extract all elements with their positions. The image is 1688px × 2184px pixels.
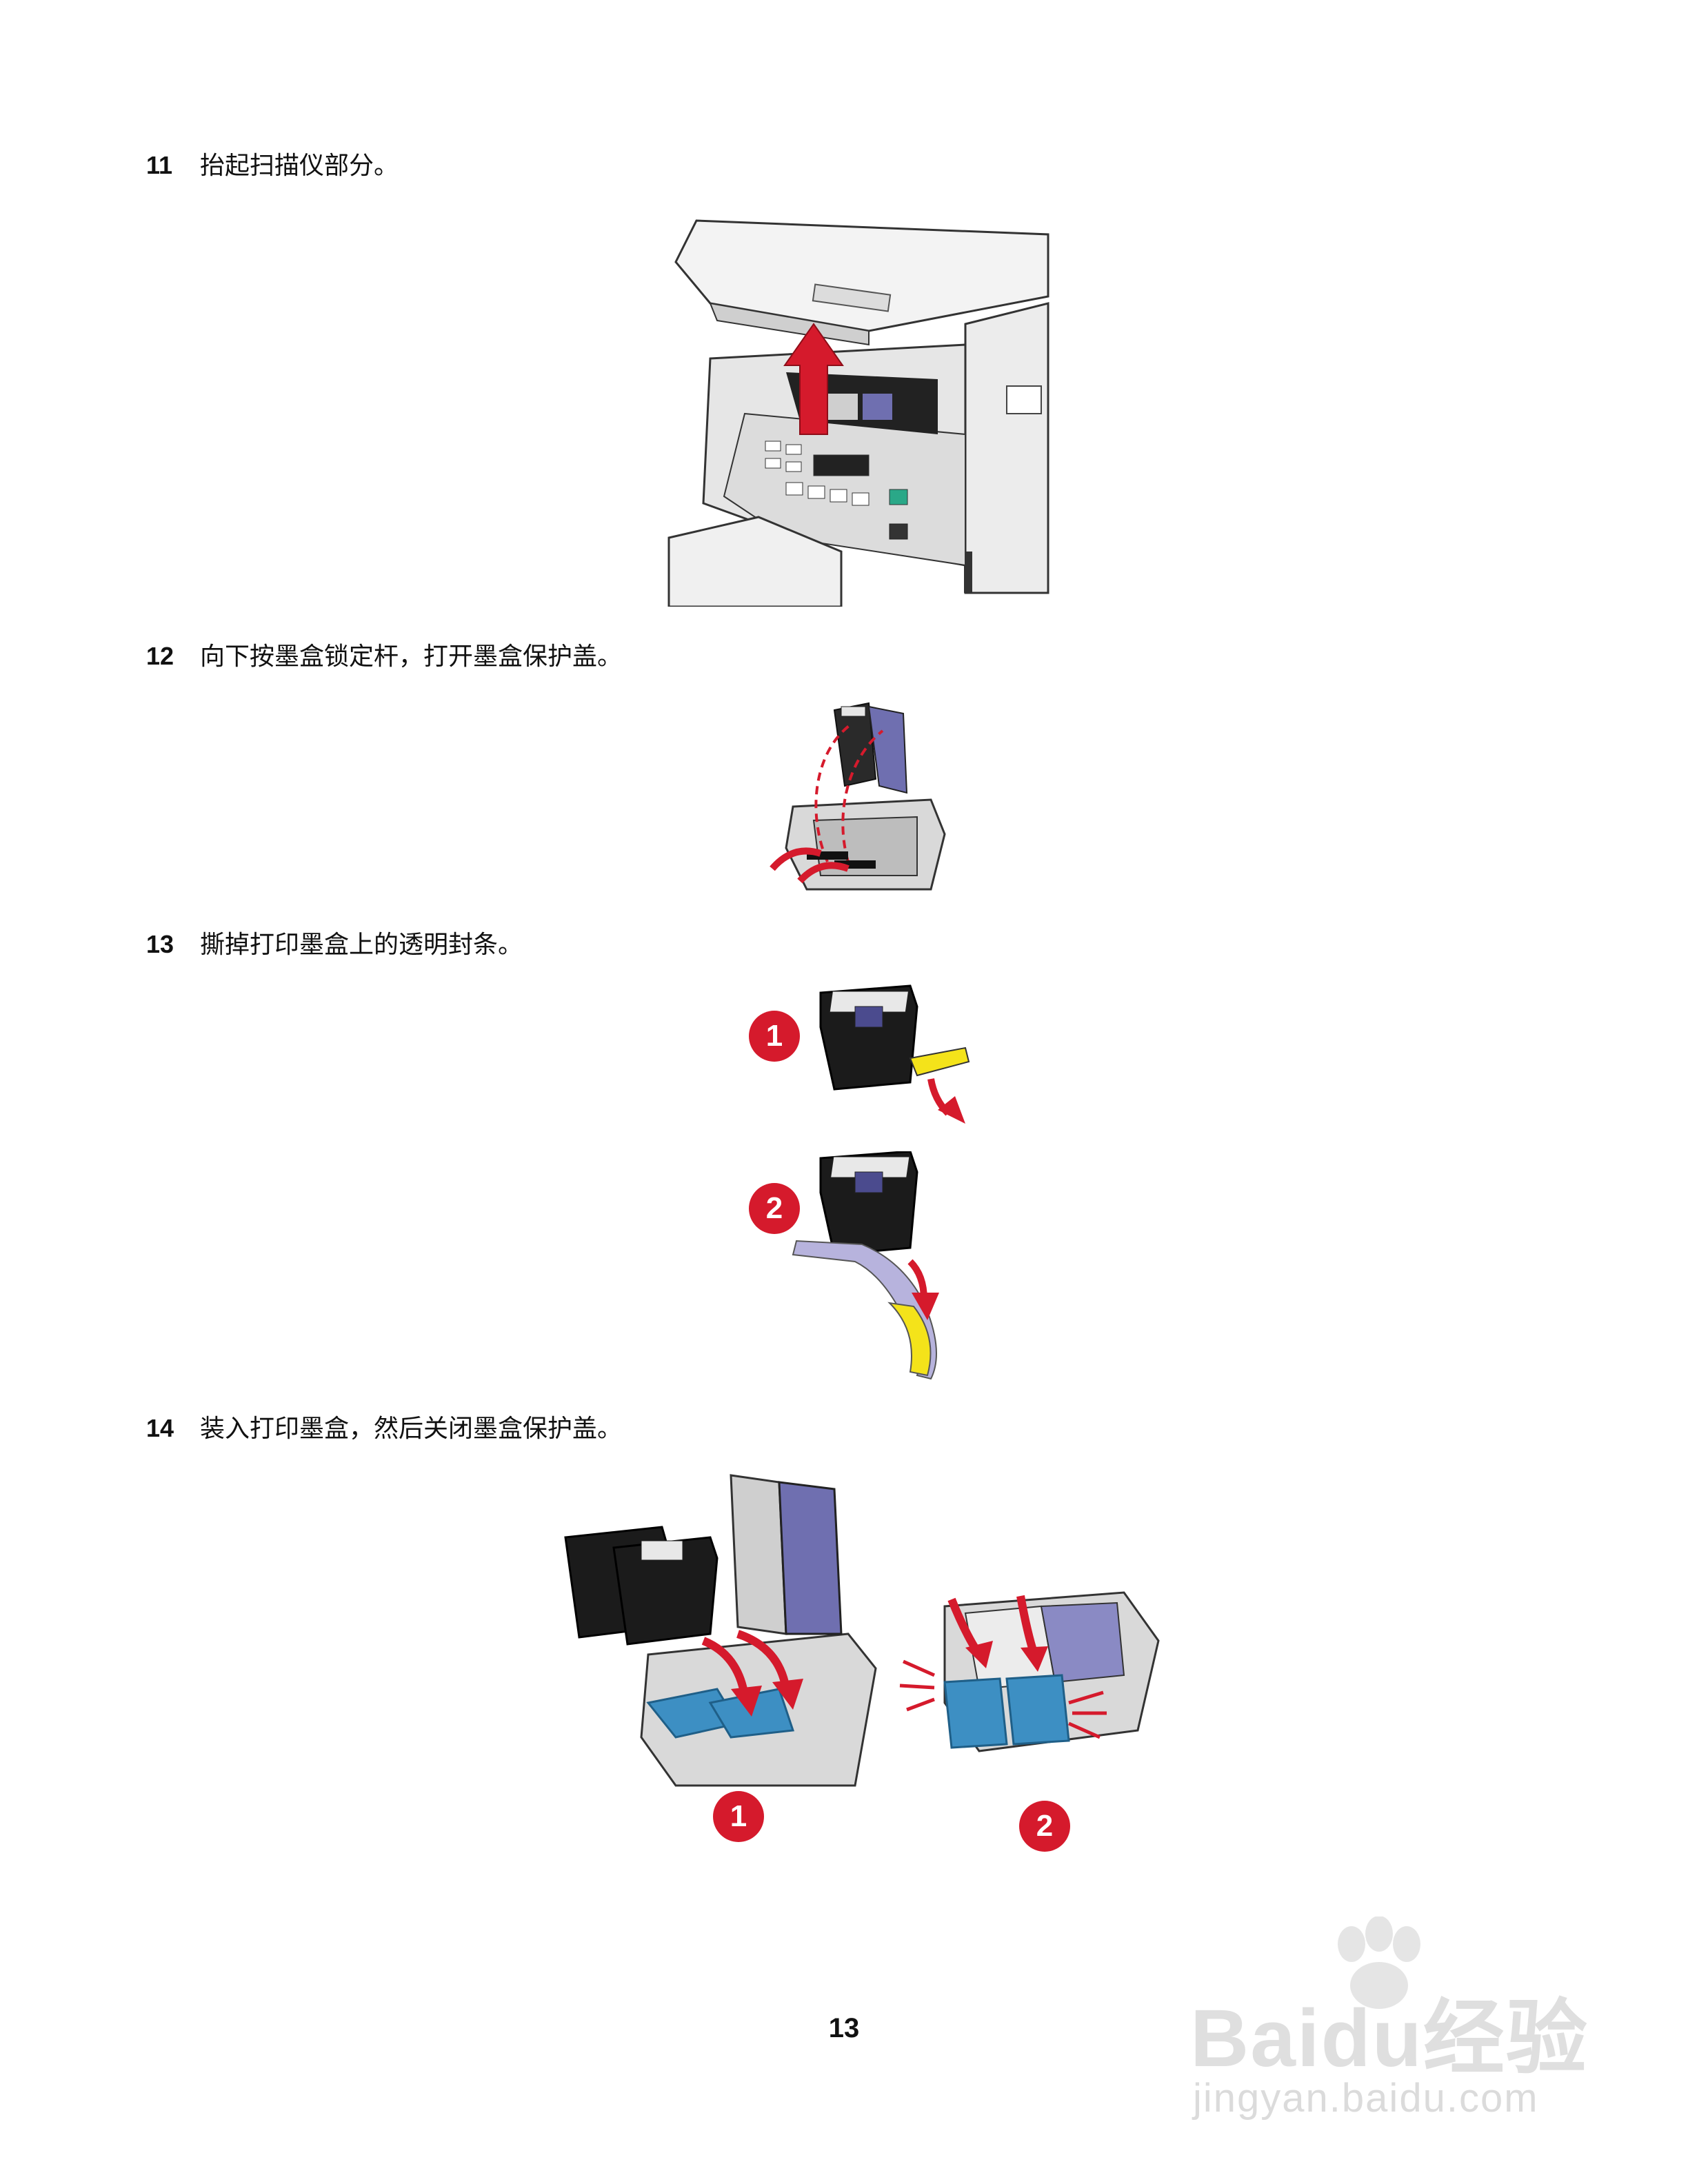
page-number: 13 <box>828 2013 860 2043</box>
step-text: 向下按墨盒锁定杆，打开墨盒保护盖。 <box>200 643 623 671</box>
step-text: 抬起扫描仪部分。 <box>200 152 399 180</box>
cartridge-carrier-open-illustration <box>770 702 946 891</box>
step-14: 14 装入打印墨盒，然后关闭墨盒保护盖。 <box>146 1413 622 1444</box>
cartridge-insert-illustration <box>564 1474 877 1787</box>
scanner-lift-illustration <box>667 219 1049 607</box>
paw-icon <box>1338 1917 1420 2009</box>
watermark-sub: jingyan.baidu.com <box>1193 2076 1539 2121</box>
step-11: 11 抬起扫描仪部分。 <box>146 150 399 181</box>
callout-1: 1 <box>749 1011 800 1062</box>
step-text: 装入打印墨盒，然后关闭墨盒保护盖。 <box>200 1415 623 1443</box>
watermark-main: Baidu经验 <box>1190 1993 1589 2084</box>
step-number: 11 <box>146 151 173 179</box>
callout-2: 2 <box>1019 1801 1070 1852</box>
cartridge-tape-pull-illustration <box>819 984 970 1124</box>
baidu-watermark: Baidu经验 jingyan.baidu.com <box>1165 1917 1593 2144</box>
step-13: 13 撕掉打印墨盒上的透明封条。 <box>146 929 523 960</box>
step-number: 13 <box>146 930 174 958</box>
callout-1: 1 <box>713 1791 764 1842</box>
callout-2: 2 <box>749 1183 800 1234</box>
step-number: 12 <box>146 642 174 670</box>
step-text: 撕掉打印墨盒上的透明封条。 <box>200 931 523 959</box>
step-12: 12 向下按墨盒锁定杆，打开墨盒保护盖。 <box>146 641 622 672</box>
cartridge-tape-removed-illustration <box>792 1151 939 1380</box>
cartridge-lids-closed-illustration <box>899 1591 1160 1752</box>
step-number: 14 <box>146 1414 174 1442</box>
